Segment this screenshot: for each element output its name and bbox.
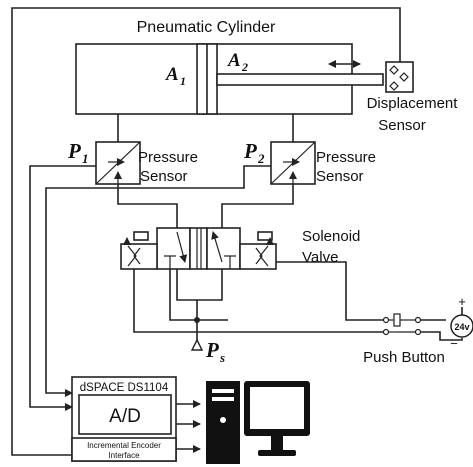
piston-rod (216, 73, 384, 86)
displacement-sensor-icon (385, 61, 414, 93)
valve-wire-upper (276, 261, 384, 321)
pressure-sensor-1-label-2: Sensor (140, 168, 188, 185)
pressure-sensor-2-icon (270, 141, 316, 185)
battery-24v-icon: 24v (450, 314, 473, 338)
pressure-sensor-2-label-1: Pressure (316, 149, 376, 166)
supply-manifold (176, 269, 223, 301)
svg-text:P: P (67, 139, 81, 163)
monitor-icon (244, 381, 310, 456)
svg-text:s: s (219, 350, 225, 365)
chamber1-label: A 1 (165, 64, 186, 88)
pressure-2-signal-line (45, 165, 271, 397)
pressure-2-label: P 2 (243, 139, 265, 166)
solenoid-valve-icon (120, 227, 277, 270)
encoder-label-2: Interface (108, 451, 140, 460)
displacement-sensor-label-2: Sensor (378, 117, 426, 134)
pressure-sensor-2-label-2: Sensor (316, 168, 364, 185)
svg-text:2: 2 (241, 60, 248, 74)
svg-text:2: 2 (257, 151, 265, 166)
battery-wire-bottom (421, 331, 463, 341)
encoder-label-1: Incremental Encoder (87, 441, 161, 450)
svg-text:1: 1 (180, 74, 186, 88)
pressure-sensor-1-label-1: Pressure (138, 149, 198, 166)
computer-tower-icon (206, 381, 240, 464)
svg-text:A: A (227, 50, 241, 71)
encoder-feedback-line (11, 7, 401, 456)
dspace-title: dSPACE DS1104 (80, 382, 169, 394)
ad-block (78, 394, 172, 435)
svg-text:P: P (243, 139, 257, 163)
valve-line-a (117, 184, 178, 228)
exhaust-line (169, 269, 228, 321)
solenoid-label-1: Solenoid (302, 228, 360, 245)
battery-minus: − (450, 336, 458, 351)
displacement-sensor-label-1: Displacement (367, 95, 459, 112)
valve-line-b (221, 184, 294, 228)
supply-pressure-label: P s (205, 338, 225, 365)
cylinder-title: Pneumatic Cylinder (137, 19, 276, 36)
svg-text:A: A (165, 64, 179, 85)
pressure-1-label: P 1 (67, 139, 89, 166)
junction-dot (194, 317, 200, 323)
solenoid-label-2: Valve (302, 249, 338, 266)
valve-wire-lower (133, 269, 384, 333)
battery-plus: + (458, 294, 466, 309)
pressure-sensor-1-icon (95, 141, 141, 185)
svg-text:P: P (205, 338, 219, 362)
push-button-label: Push Button (363, 349, 445, 366)
supply-triangle-icon (190, 338, 204, 351)
chamber2-label: A 2 (227, 50, 248, 74)
svg-text:24v: 24v (454, 322, 469, 332)
ad-label: A/D (109, 406, 141, 427)
pressure-1-signal-line (29, 165, 96, 411)
svg-text:1: 1 (82, 151, 89, 166)
push-button-icon (382, 313, 422, 336)
